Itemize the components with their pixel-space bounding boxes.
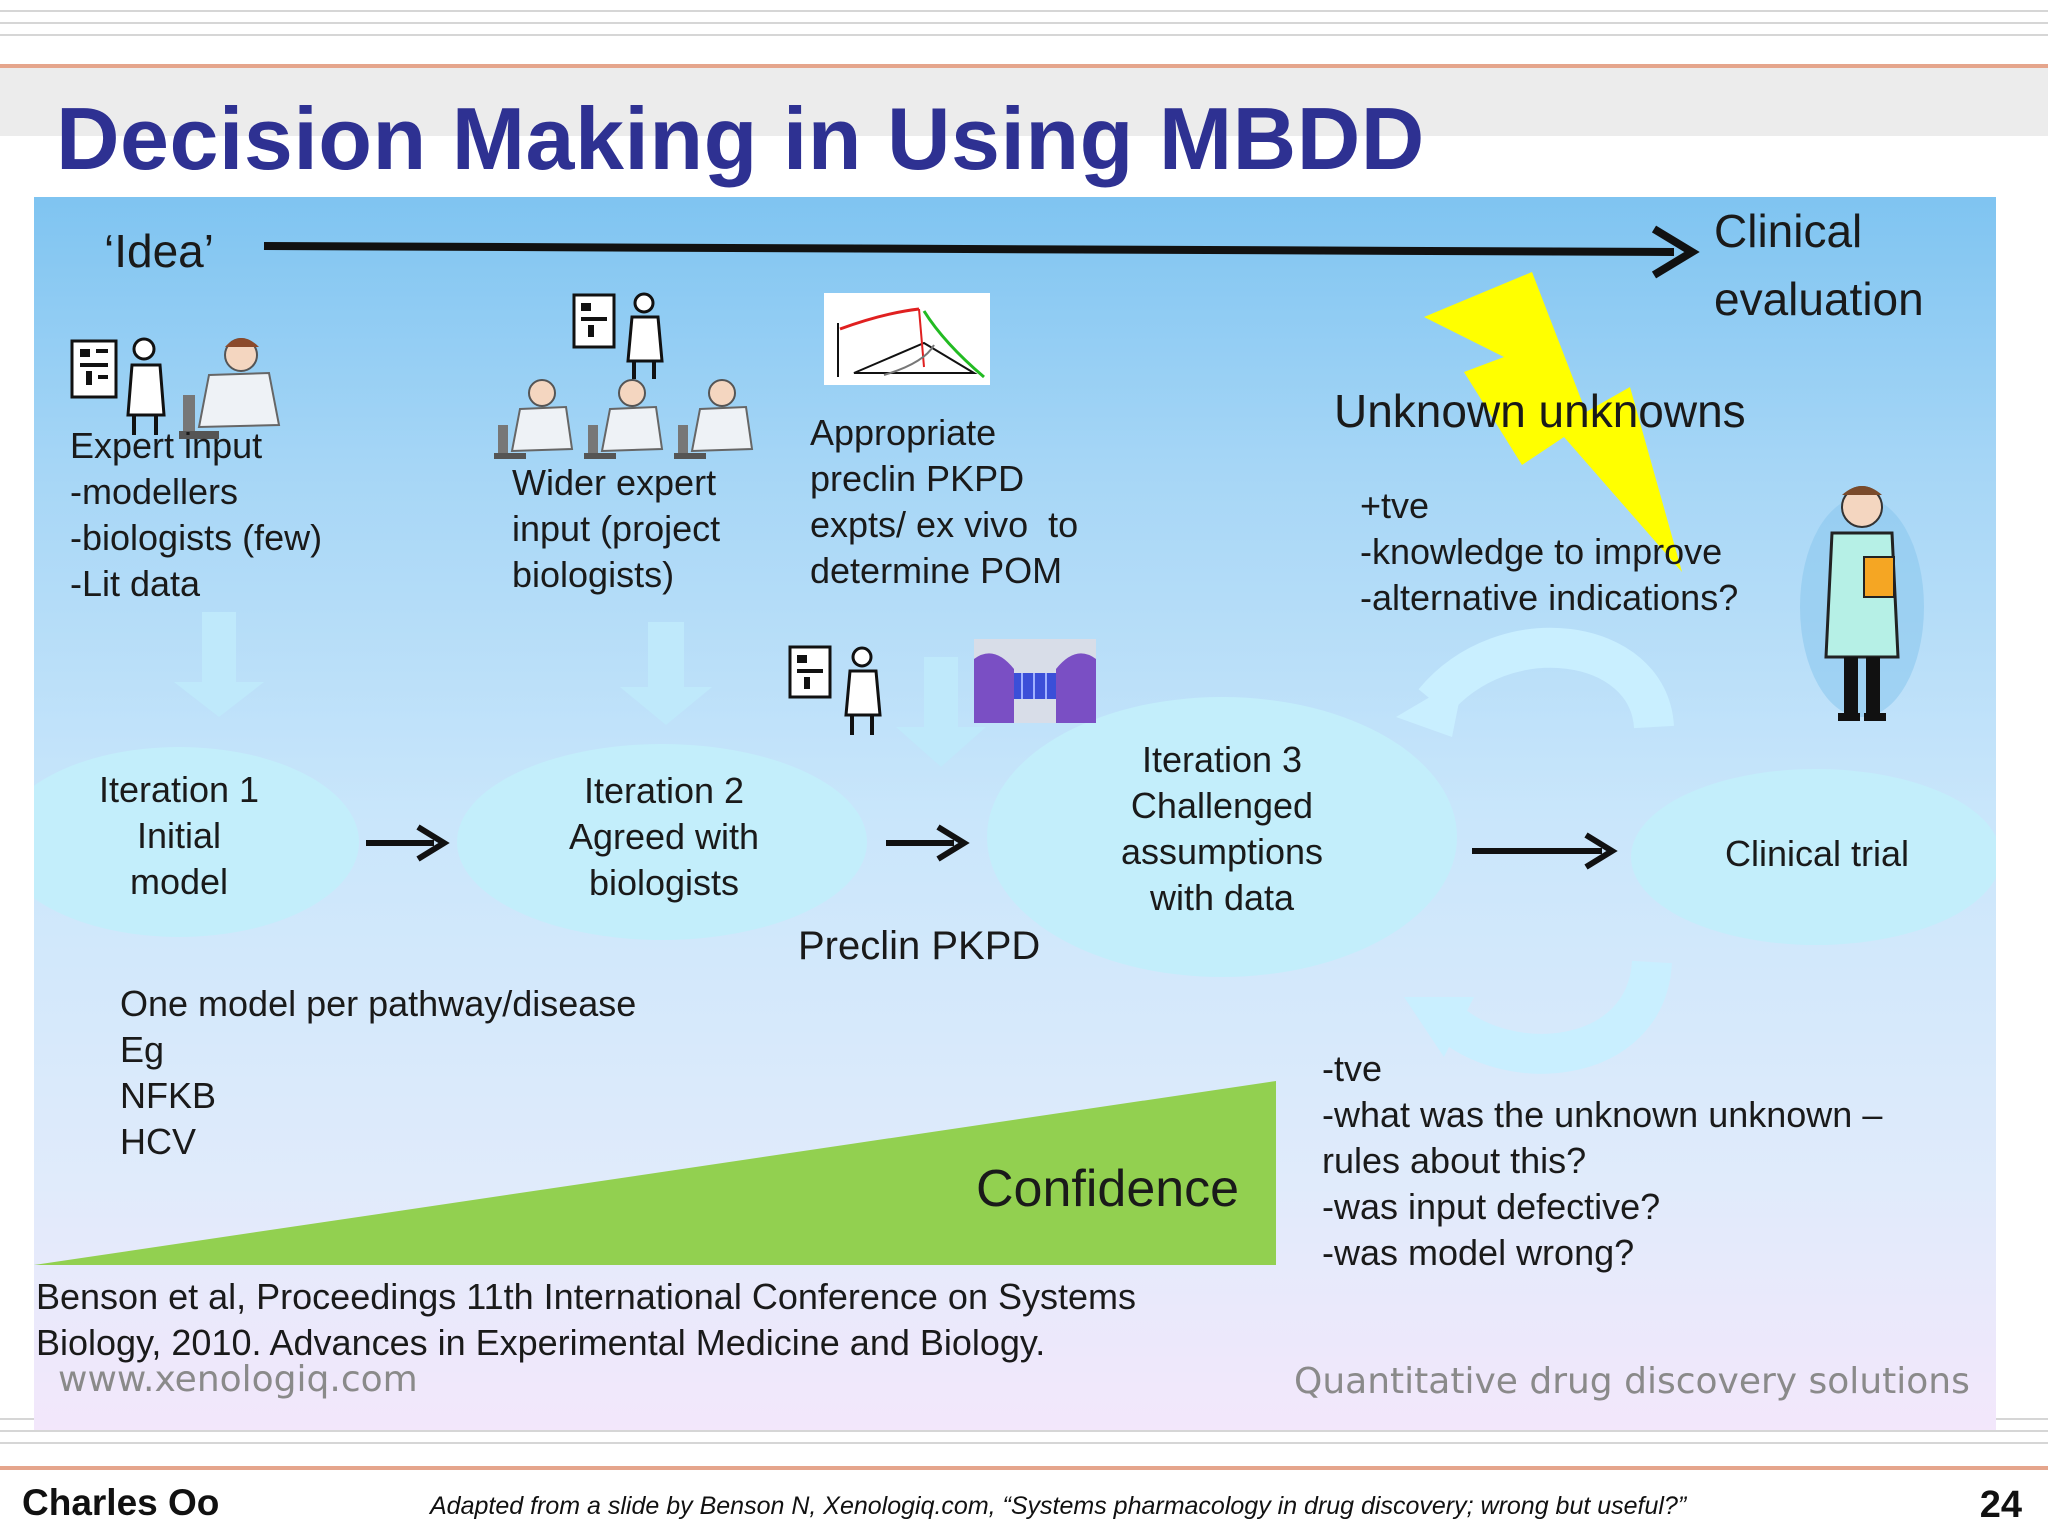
top-stripe bbox=[0, 34, 2048, 36]
unknown-unknowns-heading: Unknown unknowns bbox=[1334, 385, 1746, 437]
input-arrow-1 bbox=[174, 612, 264, 717]
stage-ellipse-1 bbox=[34, 747, 359, 937]
expert-input-text: Expert input -modellers -biologists (few… bbox=[70, 425, 323, 604]
flow-arrow-1 bbox=[366, 824, 450, 862]
stage-label-3: Iteration 3 Challenged assumptions with … bbox=[1120, 739, 1324, 918]
author-name: Charles Oo bbox=[22, 1482, 220, 1523]
title-band bbox=[0, 68, 2048, 136]
lightning-bolt-icon bbox=[1424, 272, 1682, 572]
stage-label-2: Iteration 2 Agreed with biologists bbox=[568, 770, 760, 903]
input-arrow-3 bbox=[896, 657, 986, 767]
microscope-scientist-icon bbox=[584, 379, 664, 459]
clinician-clipboard-icon bbox=[1800, 486, 1924, 721]
website-text: www.xenologiq.com bbox=[58, 1359, 418, 1400]
confidence-wedge bbox=[34, 1081, 1276, 1265]
timeline-end-label: Clinical evaluation bbox=[1714, 205, 1924, 325]
stage-label-1: Iteration 1 Initial model bbox=[98, 769, 260, 902]
top-stripe bbox=[0, 10, 2048, 12]
credit-note: Adapted from a slide by Benson N, Xenolo… bbox=[430, 1492, 1687, 1520]
bottom-stripe bbox=[0, 1442, 2048, 1444]
input-arrow-2 bbox=[620, 622, 712, 725]
wider-expert-text: Wider expert input (project biologists) bbox=[512, 462, 721, 595]
preclin-input-text: Appropriate preclin PKPD expts/ ex vivo … bbox=[810, 412, 1079, 591]
diagram-graphics bbox=[34, 225, 1996, 1265]
positive-feedback-arc bbox=[1396, 627, 1674, 737]
slide-title: Decision Making in Using MBDD bbox=[56, 89, 1425, 188]
computer-scientist-icon bbox=[572, 292, 664, 379]
flow-arrow-2 bbox=[886, 824, 970, 862]
diagram-panel: ‘Idea’ Clinical evaluation Expert input … bbox=[34, 197, 1996, 1430]
examples-text: One model per pathway/disease Eg NFKB HC… bbox=[120, 983, 637, 1162]
citation-text: Benson et al, Proceedings 11th Internati… bbox=[36, 1276, 1137, 1363]
flow-arrow-3 bbox=[1472, 832, 1618, 870]
computer-scientist-icon bbox=[70, 337, 166, 435]
negative-feedback-arc bbox=[1404, 959, 1672, 1074]
positive-outcome-text: +tve -knowledge to improve -alternative … bbox=[1360, 485, 1739, 618]
stage-ellipse-4 bbox=[1631, 769, 1996, 945]
stage-ellipse-3 bbox=[987, 697, 1457, 977]
timeline-arrow bbox=[263, 225, 1700, 279]
computer-scientist-icon bbox=[788, 645, 882, 735]
bottom-stripe bbox=[0, 1430, 2048, 1432]
preclin-pkpd-label: Preclin PKPD bbox=[798, 924, 1041, 968]
microscope-scientist-icon bbox=[494, 379, 574, 459]
timeline-start-label: ‘Idea’ bbox=[104, 225, 214, 277]
stage-label-4: Clinical trial bbox=[1724, 833, 1910, 874]
stage-ellipse-2 bbox=[457, 744, 867, 940]
bottom-accent-stripe bbox=[0, 1466, 2048, 1470]
pkpd-graph-icon bbox=[824, 293, 990, 385]
page-number: 24 bbox=[1979, 1484, 2022, 1526]
gloved-hands-chip-icon bbox=[974, 639, 1096, 723]
microscope-scientist-icon bbox=[179, 338, 281, 439]
negative-outcome-text: -tve -what was the unknown unknown – rul… bbox=[1322, 1048, 1883, 1273]
top-accent-stripe bbox=[0, 64, 2048, 68]
top-stripe bbox=[0, 22, 2048, 24]
confidence-label: Confidence bbox=[976, 1160, 1240, 1218]
tagline-text: Quantitative drug discovery solutions bbox=[1294, 1361, 1970, 1402]
microscope-scientist-icon bbox=[674, 379, 754, 459]
